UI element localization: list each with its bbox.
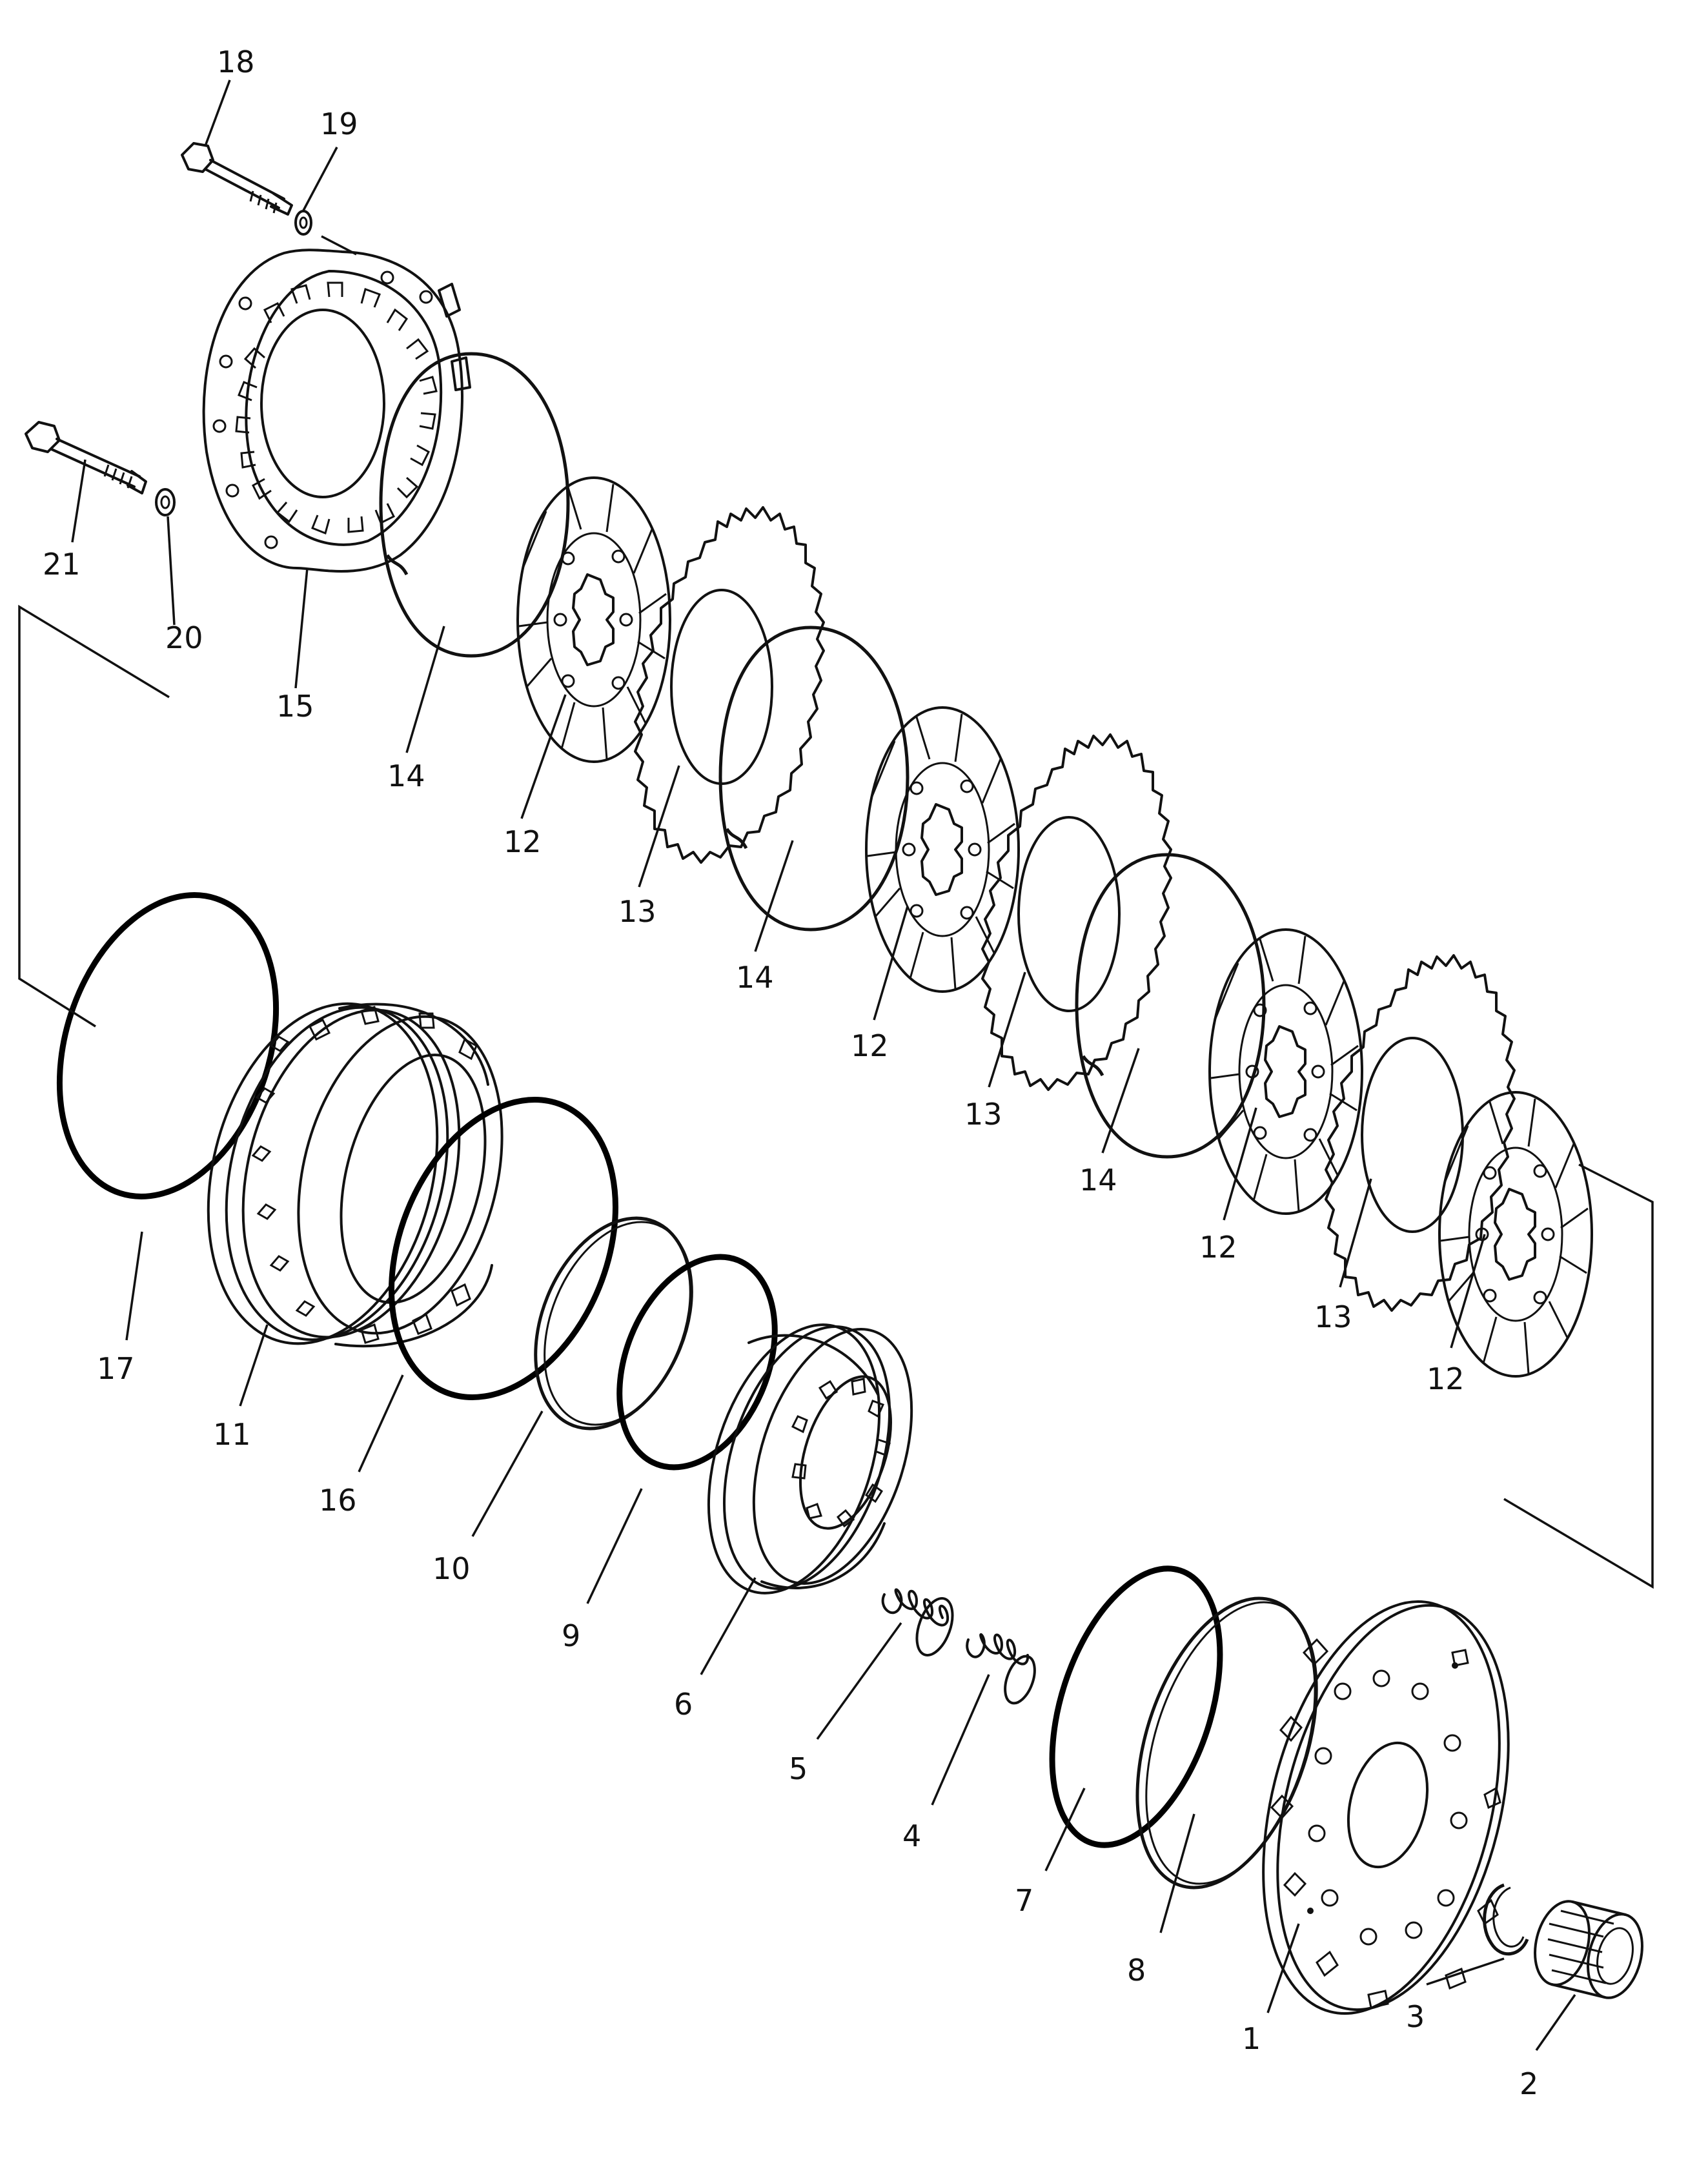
part-endplate-1 (1262, 1600, 1510, 2015)
callout-labels: 18 19 21 20 15 14 12 13 14 12 13 14 12 1… (43, 45, 1538, 2101)
callout-17: 19 (320, 107, 358, 141)
part-seal-10 (534, 1216, 693, 1431)
part-housing-15 (202, 249, 471, 573)
part-spring-14c (1077, 855, 1264, 1157)
callout-8: 8 (1127, 1953, 1146, 1988)
callout-13c: 13 (1314, 1299, 1352, 1334)
callout-13a: 13 (618, 894, 656, 929)
callout-6: 6 (674, 1687, 693, 1722)
part-oring-7 (1049, 1565, 1223, 1848)
callout-18: 16 (319, 1483, 357, 1518)
part-oring-18 (389, 1097, 618, 1400)
callout-15: 15 (276, 689, 314, 724)
assembly-bracket-right (1503, 1163, 1654, 1589)
part-cylinder-11 (207, 1002, 503, 1348)
callout-16: 18 (217, 45, 255, 79)
part-spring-5 (881, 1588, 954, 1656)
part-bolt-20 (25, 421, 147, 494)
part-disc-12b (865, 706, 1020, 993)
callout-9: 9 (562, 1618, 580, 1653)
leader-lines (71, 79, 1576, 2052)
callout-19: 17 (97, 1351, 135, 1386)
callout-14a: 14 (387, 759, 425, 793)
callout-11: 11 (213, 1417, 251, 1452)
callout-12a: 12 (503, 824, 542, 859)
callout-1: 1 (1242, 2021, 1261, 2056)
callout-20: 21 (43, 547, 81, 582)
part-snapring-3 (1483, 1883, 1529, 1956)
callout-5: 5 (789, 1751, 808, 1786)
callout-12d: 12 (1427, 1361, 1465, 1396)
part-oring-9 (616, 1254, 778, 1471)
callout-14b: 14 (736, 960, 774, 995)
part-washer-21 (155, 488, 176, 516)
callout-3: 3 (1406, 1999, 1425, 2034)
part-disc-12d (1438, 1091, 1593, 1378)
assembly-bracket-left (18, 604, 170, 1028)
callout-12b: 12 (851, 1028, 889, 1063)
part-washer-17 (294, 210, 312, 236)
part-disc-12c (1208, 928, 1363, 1215)
part-bolt-16 (181, 142, 293, 216)
part-disc-12a (516, 476, 671, 763)
callout-2: 2 (1520, 2066, 1538, 2101)
callout-12c: 12 (1199, 1230, 1237, 1265)
part-piston-6 (707, 1323, 913, 1595)
callout-10: 10 (432, 1551, 471, 1586)
part-seal-8 (1135, 1596, 1318, 1890)
callout-7: 7 (1015, 1883, 1033, 1918)
callout-13b: 13 (964, 1097, 1002, 1132)
callout-14c: 14 (1079, 1163, 1117, 1197)
callout-4: 4 (902, 1819, 921, 1853)
part-bearing-2 (1534, 1900, 1643, 1999)
part-spring-4 (966, 1633, 1036, 1705)
callout-21: 20 (165, 620, 203, 655)
